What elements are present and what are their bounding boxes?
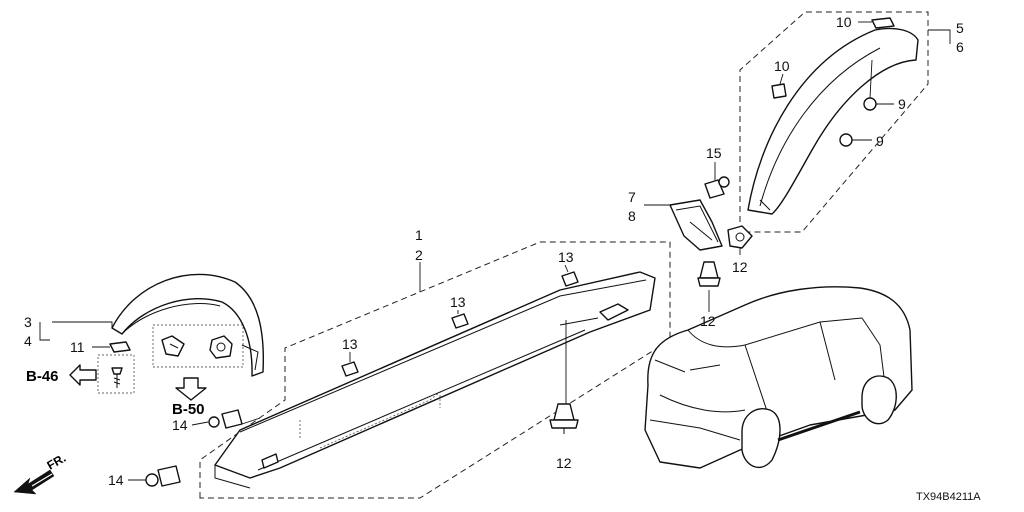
callout-11: 11	[70, 339, 85, 355]
b46-arrow	[69, 364, 97, 386]
clip-14-lower	[145, 465, 181, 487]
b50-arrow	[175, 377, 207, 401]
callout-1: 1	[415, 227, 423, 243]
clip-detail-b	[209, 335, 233, 359]
callout-13-b: 13	[450, 294, 466, 310]
callout-12-bracket: 12	[732, 259, 748, 275]
bracket	[669, 199, 723, 251]
clip-9-upper	[863, 97, 877, 111]
callout-6: 6	[956, 39, 964, 55]
rear-arch-protector	[747, 27, 919, 215]
ref-b50: B-50	[172, 401, 205, 418]
side-sill-group-box	[199, 241, 671, 499]
callout-12-sill: 12	[556, 455, 572, 471]
clip-10-side	[771, 83, 787, 99]
ref-b46: B-46	[26, 368, 59, 385]
callout-9-lower: 9	[876, 133, 884, 149]
clip-13-b	[451, 313, 469, 329]
side-sill-garnish	[214, 271, 656, 489]
clip-12-bracket-below	[697, 261, 721, 287]
leader-lines	[39, 21, 951, 481]
callout-12-below: 12	[700, 313, 716, 329]
callout-7: 7	[628, 189, 636, 205]
callout-10-side: 10	[774, 58, 790, 74]
callout-13-c: 13	[558, 249, 574, 265]
front-arrow-icon	[13, 469, 55, 495]
callout-14-lower: 14	[108, 472, 124, 488]
clip-12-sill	[549, 403, 579, 434]
front-arch-protector	[111, 273, 265, 377]
callout-14-upper: 14	[172, 417, 188, 433]
rear-arch-group-box	[739, 11, 929, 233]
diagram-code: TX94B4211A	[916, 491, 981, 503]
front-label: FR.	[45, 451, 69, 473]
callout-4: 4	[24, 333, 32, 349]
callout-5: 5	[956, 20, 964, 36]
clip-13-a	[341, 361, 359, 377]
clip-11	[109, 341, 131, 353]
callout-2: 2	[415, 247, 423, 263]
clip-detail-a	[161, 335, 185, 357]
clip-detail-box	[152, 324, 244, 368]
clip-12-bracket-right	[727, 225, 753, 249]
screw-detail	[111, 367, 123, 388]
clip-15	[704, 176, 730, 199]
callout-13-a: 13	[342, 336, 358, 352]
callout-9-upper: 9	[898, 96, 906, 112]
clip-10-top	[871, 17, 895, 29]
callout-10-top: 10	[836, 14, 852, 30]
car-illustration	[644, 286, 913, 469]
clip-13-c	[561, 271, 579, 287]
callout-15: 15	[706, 145, 722, 161]
clip-14-upper	[208, 409, 243, 429]
clip-9-lower	[839, 133, 853, 147]
callout-8: 8	[628, 208, 636, 224]
callout-3: 3	[24, 314, 32, 330]
screw-detail-box	[97, 354, 135, 394]
